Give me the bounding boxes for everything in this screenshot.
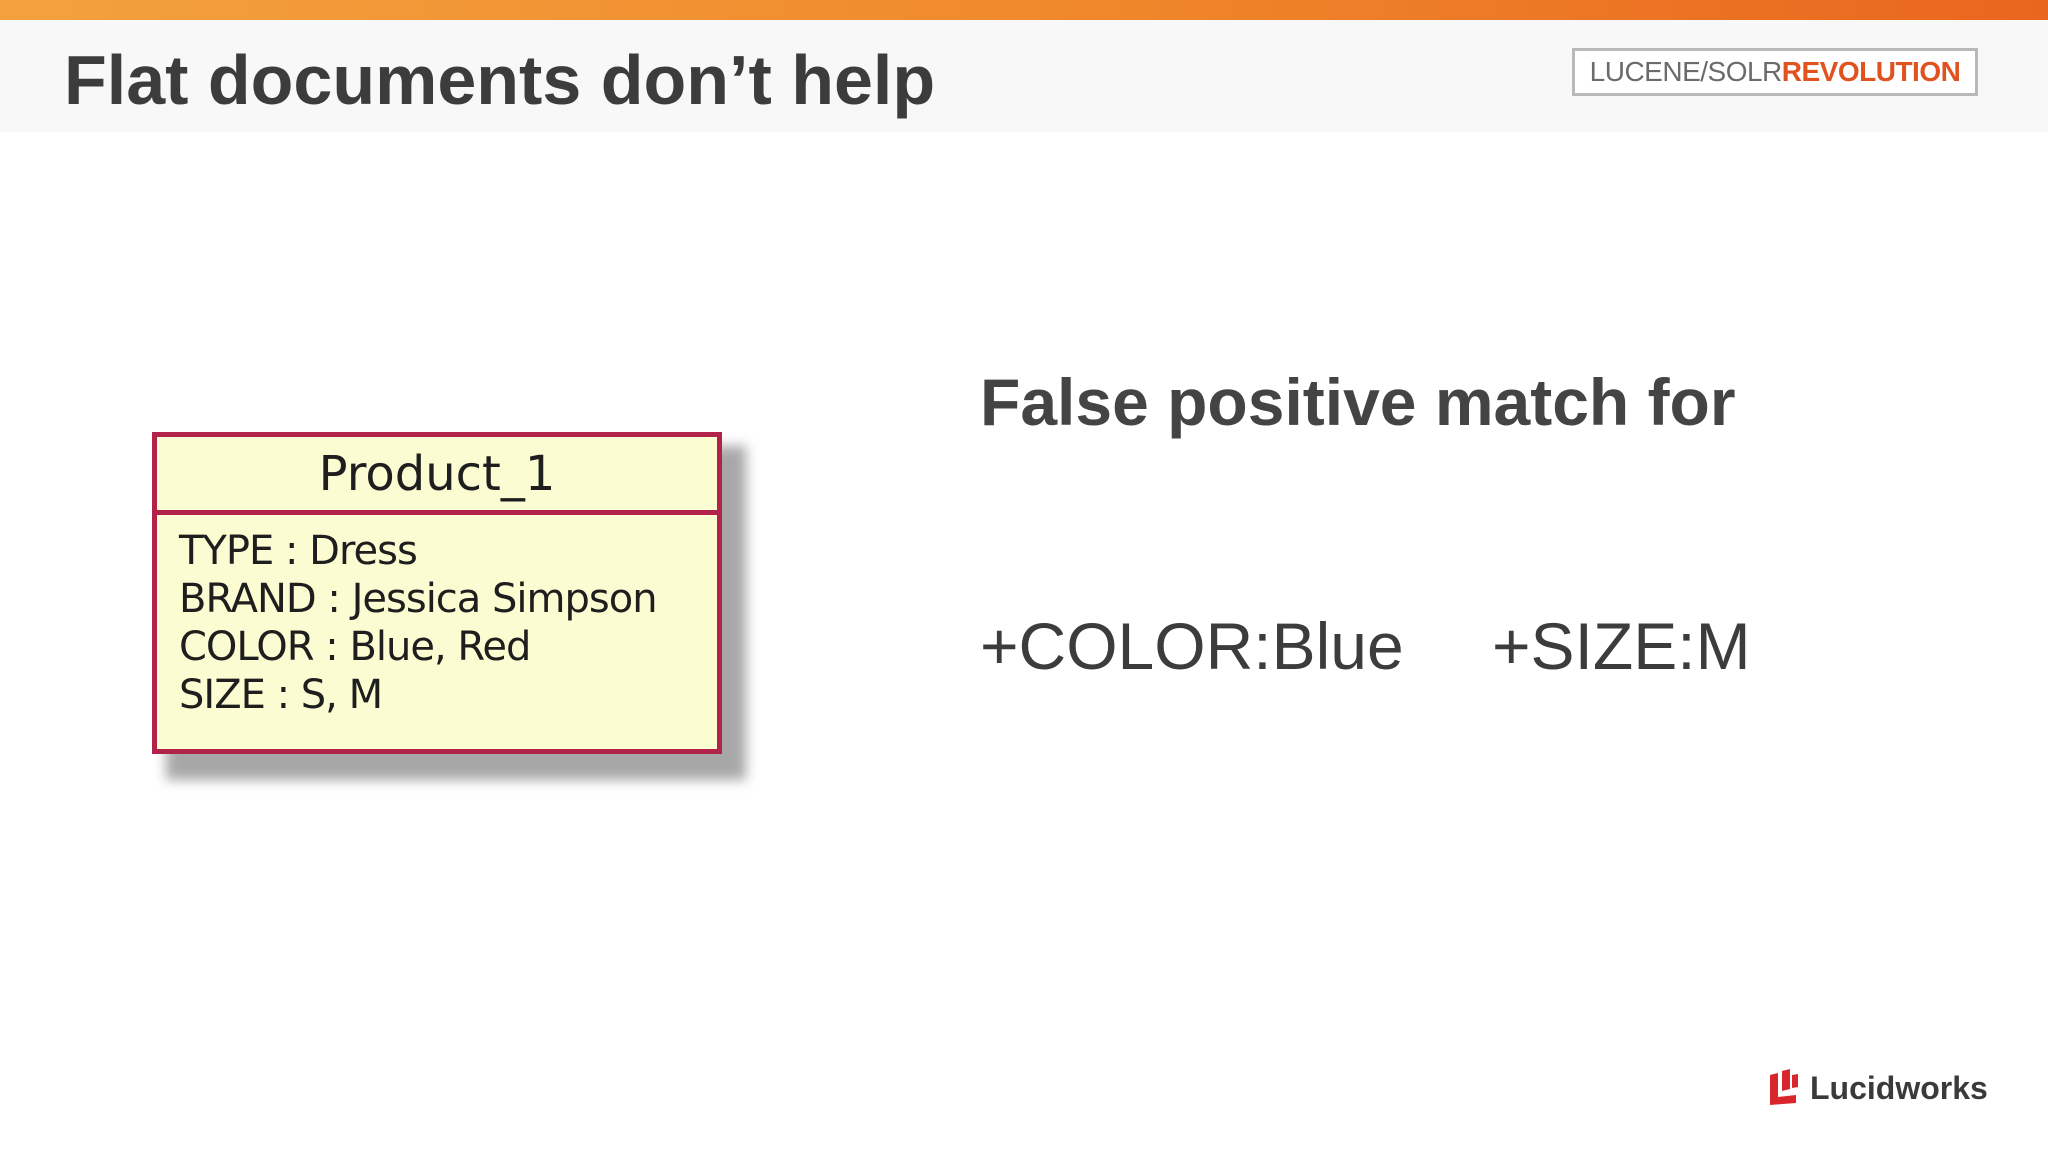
uml-field: SIZE : S, M: [179, 672, 383, 718]
uml-class-box: Product_1 TYPE : Dress BRAND : Jessica S…: [152, 432, 722, 754]
query-term-size: +SIZE:M: [1492, 609, 1751, 683]
lucidworks-logo: Lucidworks: [1766, 1066, 1988, 1110]
uml-field: BRAND : Jessica Simpson: [179, 576, 658, 622]
top-accent-bar: [0, 0, 2048, 20]
lucidworks-logo-text: Lucidworks: [1810, 1069, 1988, 1106]
uml-field: COLOR : Blue, Red: [179, 624, 531, 670]
lucidworks-logo-icon: [1770, 1069, 1798, 1105]
event-logo-light-text: LUCENE/SOLR: [1589, 56, 1783, 87]
uml-field-list: TYPE : Dress BRAND : Jessica Simpson COL…: [157, 515, 717, 719]
uml-field: TYPE : Dress: [179, 528, 418, 574]
slide-subtitle: False positive match for: [980, 365, 1736, 439]
uml-class-name: Product_1: [157, 437, 717, 515]
query-term-color: +COLOR:Blue: [980, 609, 1404, 683]
event-logo-bold-text: REVOLUTION: [1781, 56, 1961, 87]
slide-title: Flat documents don’t help: [64, 41, 936, 119]
